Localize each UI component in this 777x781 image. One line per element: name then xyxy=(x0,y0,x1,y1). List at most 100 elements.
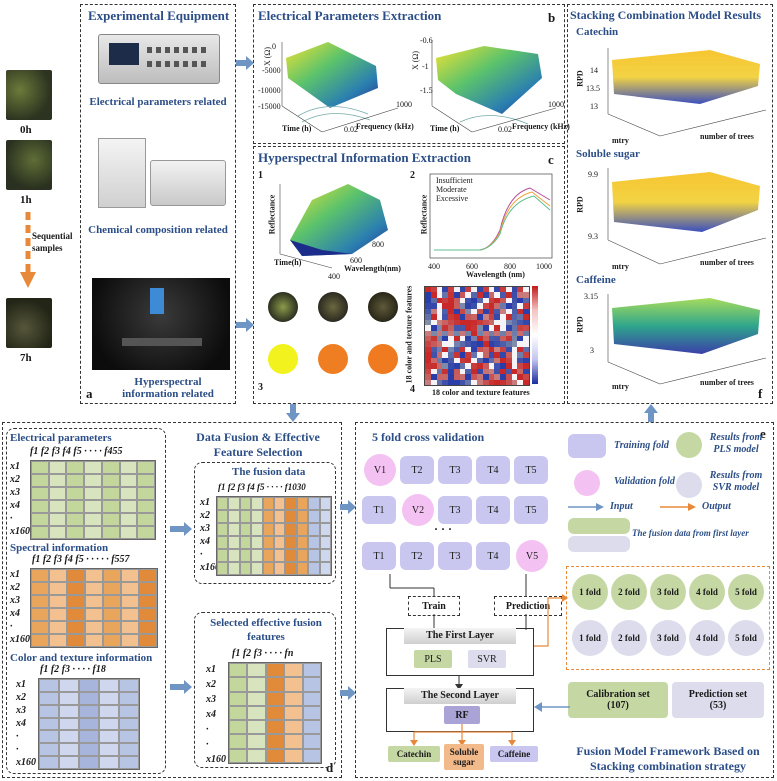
elec-title: Electrical parameters xyxy=(10,432,112,444)
heatmap-cell xyxy=(430,363,437,369)
panel-f xyxy=(567,4,773,404)
heatmap-cell xyxy=(459,287,466,293)
heatmap-cell xyxy=(476,303,483,309)
fusion-matrix xyxy=(216,496,332,576)
heatmap-cell xyxy=(453,363,460,369)
matrix-cell xyxy=(319,549,331,562)
matrix-cell xyxy=(49,634,67,647)
training-fold: T4 xyxy=(476,542,510,570)
caption-electrical: Electrical parameters related xyxy=(89,96,227,108)
heatmap-cell xyxy=(425,330,431,336)
legend-pls-label: Results from PLS model xyxy=(709,432,763,455)
matrix-cell xyxy=(137,474,155,487)
heatmap-cell xyxy=(436,363,443,369)
matrix-cell xyxy=(99,704,119,718)
plot1-time-label: Time (h) xyxy=(282,124,312,133)
heatmap-cell xyxy=(436,346,443,353)
matrix-cell xyxy=(247,734,266,749)
heatmap-cell xyxy=(476,379,483,385)
heatmap-cell xyxy=(523,287,529,293)
arrow-to-selected xyxy=(170,680,192,694)
svr-fold-result: 5 fold xyxy=(728,620,764,656)
heatmap-cell xyxy=(488,374,495,380)
matrix-cell xyxy=(229,748,248,763)
heatmap-cell xyxy=(471,287,477,293)
matrix-cell xyxy=(228,497,240,510)
heatmap-cell xyxy=(511,352,518,358)
heatmap-cell xyxy=(482,292,489,298)
heatmap-cell xyxy=(517,368,524,375)
heatmap-cell xyxy=(442,363,449,369)
heatmap-cell xyxy=(442,330,449,336)
matrix-cell xyxy=(79,743,99,757)
heatmap-cell xyxy=(505,341,512,347)
matrix-cell xyxy=(101,526,120,539)
matrix-cell xyxy=(137,461,155,474)
heatmap-cell xyxy=(476,363,483,369)
heatmap-cell xyxy=(488,297,495,304)
heatmap-cell xyxy=(517,330,524,336)
matrix-cell xyxy=(67,595,85,608)
heatmap-cell xyxy=(511,325,518,331)
matrix-cell xyxy=(137,487,155,500)
matrix-cell xyxy=(273,549,286,562)
matrix-cell xyxy=(66,500,85,513)
matrix-cell xyxy=(39,717,59,731)
matrix-cell xyxy=(284,705,303,721)
heatmap-cell xyxy=(471,325,477,331)
heatmap-colorbar xyxy=(532,286,538,384)
matrix-cell xyxy=(217,510,229,523)
heatmap-cell xyxy=(471,314,477,320)
fold-results-box xyxy=(566,566,770,670)
heatmap-cell xyxy=(465,297,472,304)
heatmap-cell xyxy=(448,352,454,358)
heatmap-cell xyxy=(494,336,501,342)
fusion-header: Data Fusion & Effective Feature Selectio… xyxy=(196,430,320,459)
selected-cols: f1 f2 f3 · · · · fn xyxy=(232,648,294,659)
hyperspectral-imager-image xyxy=(92,278,230,370)
heatmap-cell xyxy=(505,297,512,304)
heatmap-xlabel: 18 color and texture features xyxy=(432,388,530,397)
heatmap-cell xyxy=(453,314,460,320)
matrix-cell xyxy=(49,621,67,634)
matrix-cell xyxy=(31,487,49,500)
heatmap-cell xyxy=(442,303,449,309)
heatmap-cell xyxy=(448,292,454,298)
matrix-cell xyxy=(84,526,102,539)
matrix-cell xyxy=(119,526,138,539)
heatmap-cell xyxy=(494,346,501,353)
matrix-cell xyxy=(139,595,157,608)
heatmap-cell xyxy=(494,287,501,293)
heatmap-cell xyxy=(476,287,483,293)
matrix-cell xyxy=(48,474,67,487)
heatmap-cell xyxy=(425,325,431,331)
validation-fold: V2 xyxy=(402,494,434,526)
heatmap-cell xyxy=(442,314,449,320)
heatmap-cell xyxy=(476,325,483,331)
matrix-cell xyxy=(319,536,331,549)
matrix-cell xyxy=(251,497,263,510)
p1-time-label: Time(h) xyxy=(274,258,302,267)
matrix-cell xyxy=(239,562,252,575)
color-matrix xyxy=(38,678,140,770)
matrix-cell xyxy=(265,748,285,763)
heatmap-cell xyxy=(476,319,483,326)
heatmap-cell xyxy=(465,325,472,331)
matrix-cell xyxy=(67,608,85,621)
heatmap-cell xyxy=(505,325,512,331)
matrix-cell xyxy=(79,704,99,718)
heatmap-cell xyxy=(471,336,477,342)
arrow-d-to-e xyxy=(340,500,356,514)
matrix-cell xyxy=(139,582,157,595)
first-layer-header: The First Layer xyxy=(404,628,516,644)
output-catechin: Catechin xyxy=(388,746,440,762)
heatmap-cell xyxy=(476,297,483,304)
heatmap-cell xyxy=(430,287,437,293)
heatmap-cell xyxy=(459,352,466,358)
heatmap-cell xyxy=(500,346,506,353)
matrix-cell xyxy=(79,691,99,705)
matrix-cell xyxy=(262,523,274,536)
matrix-cell xyxy=(137,513,155,526)
